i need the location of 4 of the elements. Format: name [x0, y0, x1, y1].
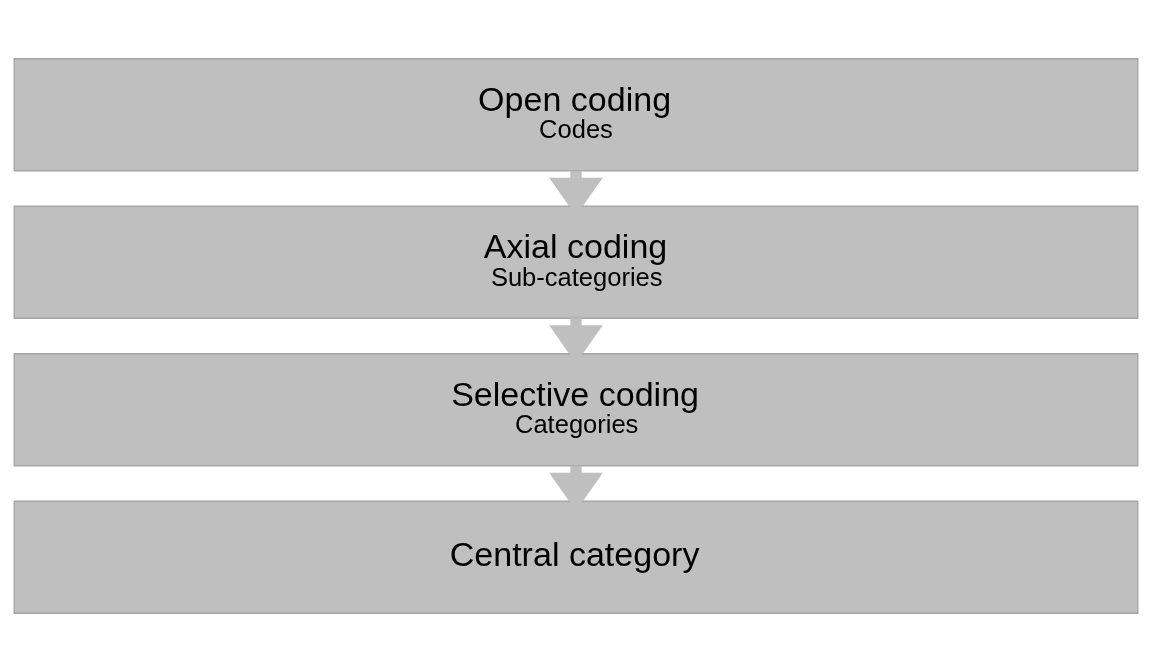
- node-box: Selective coding Categories: [13, 352, 1139, 466]
- node-box: Axial coding Sub-categories: [13, 205, 1139, 319]
- node-box: Open coding Codes: [13, 57, 1139, 171]
- node-box: Central category: [13, 500, 1139, 614]
